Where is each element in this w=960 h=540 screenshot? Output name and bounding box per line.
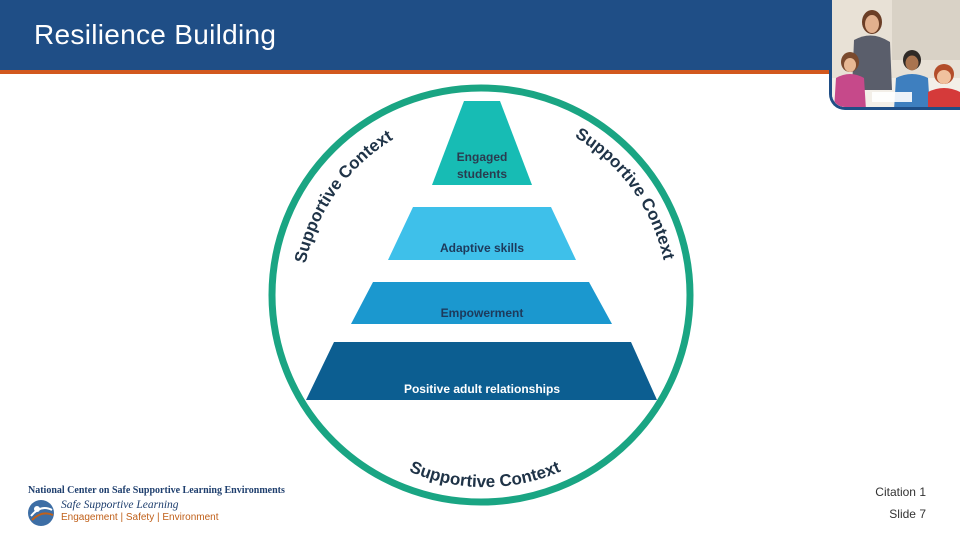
tier-engaged-students bbox=[432, 101, 532, 185]
globe-logo-icon bbox=[28, 500, 54, 526]
classroom-photo-illustration bbox=[832, 0, 960, 107]
logo-org-name: National Center on Safe Supportive Learn… bbox=[28, 485, 285, 496]
slide-number: Slide 7 bbox=[889, 507, 926, 521]
tier-label-empowerment: Empowerment bbox=[441, 306, 524, 320]
logo-tagline: Safe Supportive Learning bbox=[61, 499, 179, 511]
ring-label-bottom: Supportive Context bbox=[407, 457, 563, 491]
tier-label-engaged: Engaged bbox=[457, 150, 508, 164]
logo-pillars: Engagement | Safety | Environment bbox=[61, 512, 219, 523]
tier-label-positive-adult-relationships: Positive adult relationships bbox=[404, 382, 560, 396]
classroom-photo bbox=[829, 0, 960, 110]
tier-empowerment bbox=[351, 282, 612, 324]
tier-label-adaptive-skills: Adaptive skills bbox=[440, 241, 524, 255]
tier-label-students: students bbox=[457, 167, 507, 181]
header-accent-rule bbox=[0, 70, 960, 74]
tier-adaptive-skills bbox=[388, 207, 576, 260]
slide-title: Resilience Building bbox=[34, 19, 277, 50]
slide-header bbox=[0, 0, 960, 70]
citation-label: Citation 1 bbox=[875, 485, 926, 499]
tier-positive-adult-relationships bbox=[306, 342, 657, 400]
ncssle-logo: National Center on Safe Supportive Learn… bbox=[26, 484, 296, 534]
supportive-context-ring bbox=[268, 84, 694, 506]
ring-label-left: Supportive Context bbox=[291, 126, 396, 265]
